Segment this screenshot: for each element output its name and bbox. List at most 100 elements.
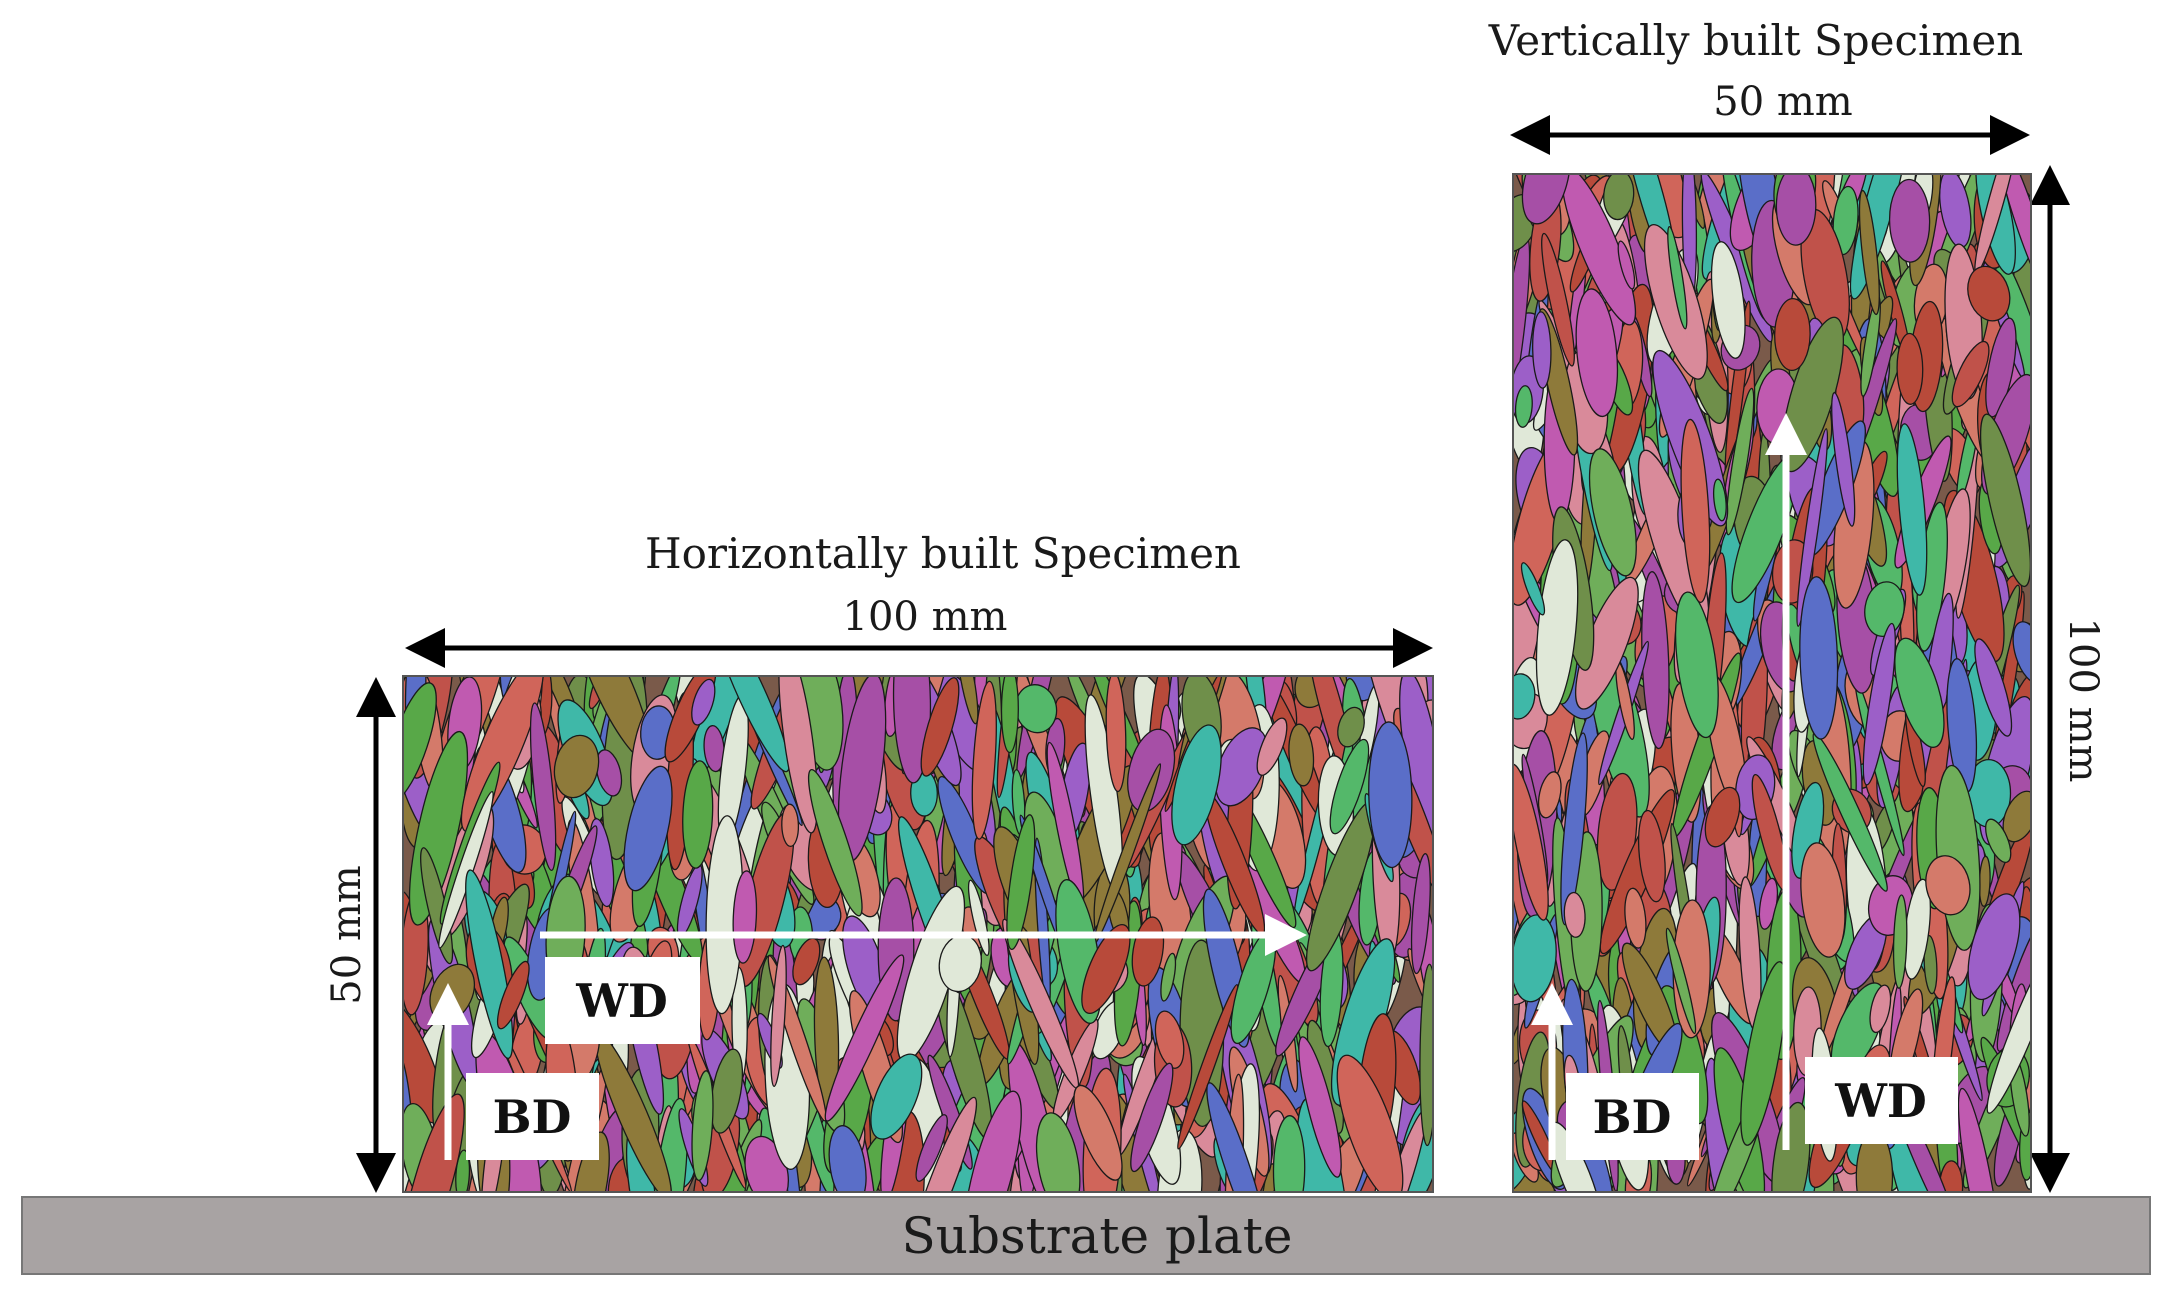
grain [496,960,530,1030]
grain [971,680,997,840]
grain [1888,178,1931,263]
grain [1923,934,1938,995]
grain [595,749,623,797]
grain [1563,891,1586,938]
grain [1704,786,1741,848]
grain [529,702,557,872]
grain [1799,576,1839,740]
grain [1514,385,1533,428]
grain [1710,241,1746,359]
grain [1130,1062,1174,1173]
grain [1667,225,1688,330]
grain [1637,809,1666,903]
grain [792,937,821,986]
grain [403,682,437,803]
vertical-wd-label: WD [1834,1074,1927,1128]
grain [1513,673,1536,720]
grain [781,803,800,848]
grain [1680,418,1711,604]
grain [1979,413,2031,588]
grain [1967,893,2021,1001]
grain [1288,723,1315,787]
grain [1617,240,1636,290]
grain [1740,961,1787,1146]
grain [1561,174,1637,326]
grain [1006,814,1036,951]
grain [732,870,758,964]
grain [1521,174,1571,225]
vertical-wd-label-box [1805,1057,1958,1144]
grain [1256,717,1288,776]
horizontal-width-label: 100 mm [843,594,1008,640]
vertical-width-label: 50 mm [1713,79,1852,125]
grain [1775,174,1817,246]
grain [1894,637,1945,748]
vertical-specimen-microstructure [1512,173,2032,1193]
grain [691,1070,714,1182]
grain [1368,721,1413,869]
grain [1588,448,1637,577]
grain [455,1149,471,1192]
grain [1541,232,1575,367]
grain [1073,1084,1123,1181]
grain [1896,423,1928,596]
substrate-plate-label: Substrate plate [902,1207,1293,1265]
grain [1800,842,1846,958]
grain [1171,724,1222,846]
grain [1160,952,1177,1002]
grain [1774,297,1811,372]
vertical-bd-label: BD [1593,1090,1672,1144]
horizontal-bd-label-box [466,1073,599,1160]
grain [807,768,863,917]
grain [1177,984,1239,1150]
horizontal-wd-label-box [545,957,700,1044]
grain [1869,984,1892,1034]
grain [1974,638,2013,737]
grain [1336,1054,1404,1192]
grain [1035,1112,1081,1192]
vertical-height-label: 100 mm [2060,618,2106,783]
grain [1796,428,1829,627]
grain [1272,1115,1306,1192]
grain [1725,387,1755,536]
grain [1532,311,1552,389]
grain [778,676,819,834]
grain [1560,732,1588,926]
grain [2012,621,2031,684]
grain [1896,332,1924,405]
horizontal-bd-label: BD [493,1090,572,1144]
grain [623,765,673,892]
grain [824,954,905,1122]
grain [906,1096,978,1192]
grain [1771,1101,1811,1192]
vertical-bd-label-box [1566,1073,1699,1160]
grain [1665,927,1697,1035]
grain [1712,478,1727,522]
grain [1537,771,1562,819]
grain [1206,1082,1268,1192]
grain [1337,706,1365,748]
grain [1603,174,1635,221]
grain [1154,1010,1185,1069]
grain [770,944,787,1088]
horizontal-height-label: 50 mm [324,865,370,1004]
grain [1986,939,2031,1114]
grain [553,734,600,799]
grain [1329,738,1370,835]
grain [1410,853,1431,975]
grain [1951,340,1990,408]
grain [1000,676,1019,754]
grain [572,1131,610,1192]
grain [1967,265,2011,322]
grain [1995,174,2031,303]
grain [1520,562,1546,616]
horizontal-wd-label: WD [575,974,668,1028]
grain [1892,894,1908,989]
grain [963,1090,1022,1192]
grain [1957,1087,2001,1192]
grain [870,1053,923,1140]
grain [1105,676,1127,793]
grain [1674,591,1719,739]
grain [1925,855,1971,916]
grain [920,677,960,777]
